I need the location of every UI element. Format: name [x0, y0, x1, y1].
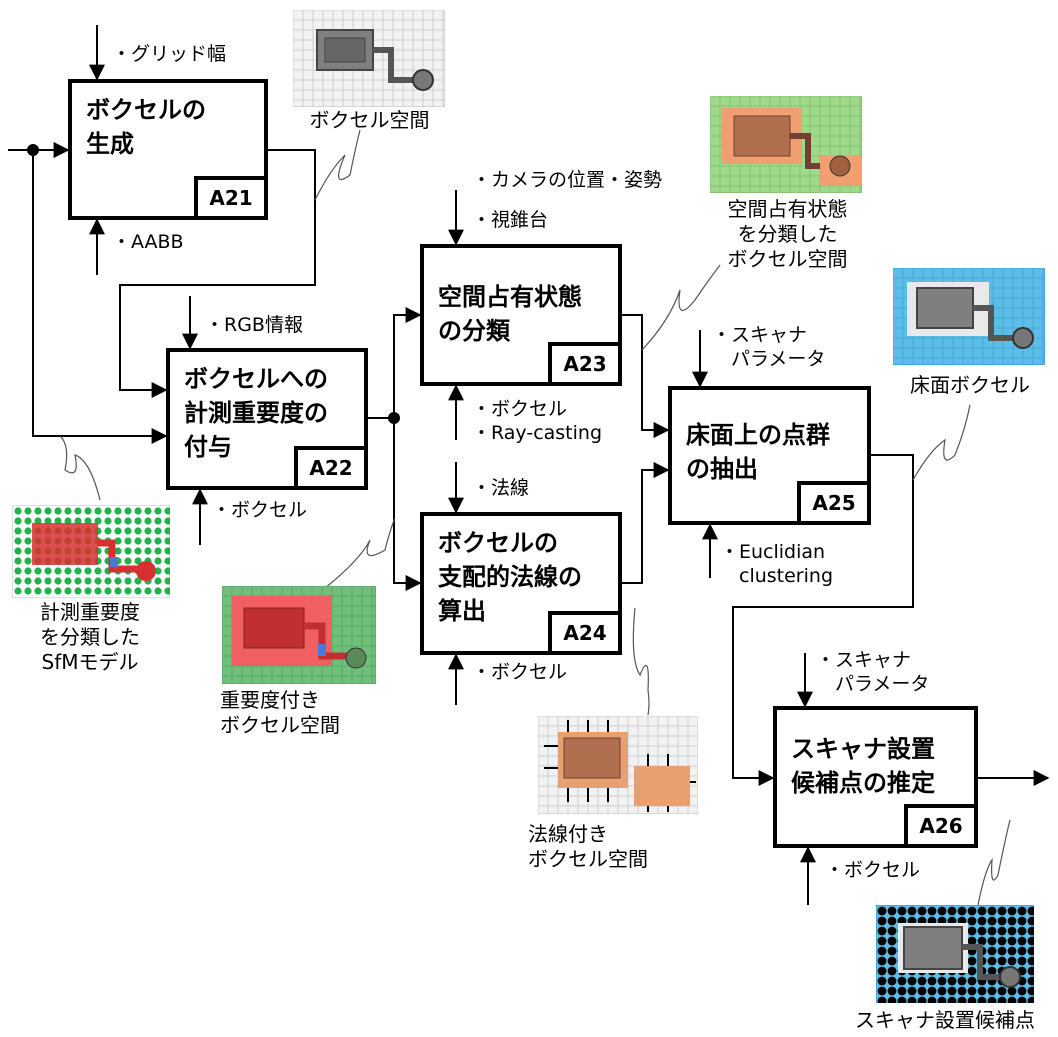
- label-voxel-raycast: ・ボクセル ・Ray-casting: [472, 398, 603, 444]
- voxel-space-thumbnail: [293, 10, 445, 107]
- caption-weighted-space: 重要度付き ボクセル空間: [220, 688, 340, 737]
- label-grid-width: ・グリッド幅: [112, 43, 227, 65]
- process-a23: 空間占有状態 の分類 A23: [420, 244, 622, 386]
- label-normal: ・法線: [472, 477, 530, 499]
- label-scanner-param-a25: ・スキャナ パラメータ: [712, 324, 826, 370]
- normal-arrows: [544, 720, 696, 812]
- label-voxel-a22: ・ボクセル: [212, 499, 308, 521]
- process-title: ボクセルの 生成: [86, 96, 206, 158]
- process-title: ボクセルの 支配的法線の 算出: [438, 529, 582, 625]
- caption-occupancy-space: 空間占有状態 を分類した ボクセル空間: [727, 197, 848, 271]
- process-a24: ボクセルの 支配的法線の 算出 A24: [420, 512, 622, 655]
- process-code: A25: [797, 481, 871, 525]
- process-title: 床面上の点群 の抽出: [686, 421, 830, 483]
- candidate-points: [877, 906, 1034, 1003]
- caption-candidates: スキャナ設置候補点: [855, 1008, 1035, 1032]
- process-a25: 床面上の点群 の抽出 A25: [668, 386, 871, 525]
- sfm-model-thumbnail: [12, 505, 170, 598]
- caption-sfm-model: 計測重要度 を分類した SfMモデル: [40, 600, 140, 674]
- process-a21: ボクセルの 生成 A21: [68, 79, 268, 220]
- normal-voxel-thumbnail: [538, 716, 698, 814]
- process-title: ボクセルへの 計測重要度の 付与: [184, 365, 328, 461]
- process-code: A22: [294, 446, 368, 490]
- label-rgb-info: ・RGB情報: [205, 314, 303, 336]
- label-euclid: ・Euclidian clustering: [720, 541, 833, 587]
- caption-voxel-space: ボクセル空間: [309, 108, 430, 132]
- process-code: A23: [548, 342, 622, 386]
- caption-normal-space: 法線付き ボクセル空間: [528, 822, 648, 871]
- label-voxel-a26: ・ボクセル: [825, 859, 921, 881]
- label-camera-pose: ・カメラの位置・姿勢: [472, 169, 663, 191]
- process-title: 空間占有状態 の分類: [438, 283, 582, 345]
- caption-floor-voxel: 床面ボクセル: [910, 373, 1030, 397]
- label-aabb: ・AABB: [112, 231, 184, 253]
- process-code: A24: [548, 611, 622, 655]
- occupancy-voxel-thumbnail: [710, 96, 862, 193]
- label-scanner-param-a26: ・スキャナ パラメータ: [816, 649, 930, 695]
- process-a26: スキャナ設置 候補点の推定 A26: [773, 706, 978, 848]
- weighted-voxel-thumbnail: [222, 586, 376, 684]
- process-a22: ボクセルへの 計測重要度の 付与 A22: [166, 348, 368, 490]
- process-code: A26: [904, 804, 978, 848]
- label-frustum: ・視錐台: [472, 209, 549, 231]
- label-voxel-a24: ・ボクセル: [472, 661, 568, 683]
- floor-voxel-thumbnail: [893, 268, 1045, 365]
- process-code: A21: [194, 176, 268, 220]
- process-title: スキャナ設置 候補点の推定: [791, 735, 935, 797]
- scanner-candidates-thumbnail: [876, 905, 1034, 1003]
